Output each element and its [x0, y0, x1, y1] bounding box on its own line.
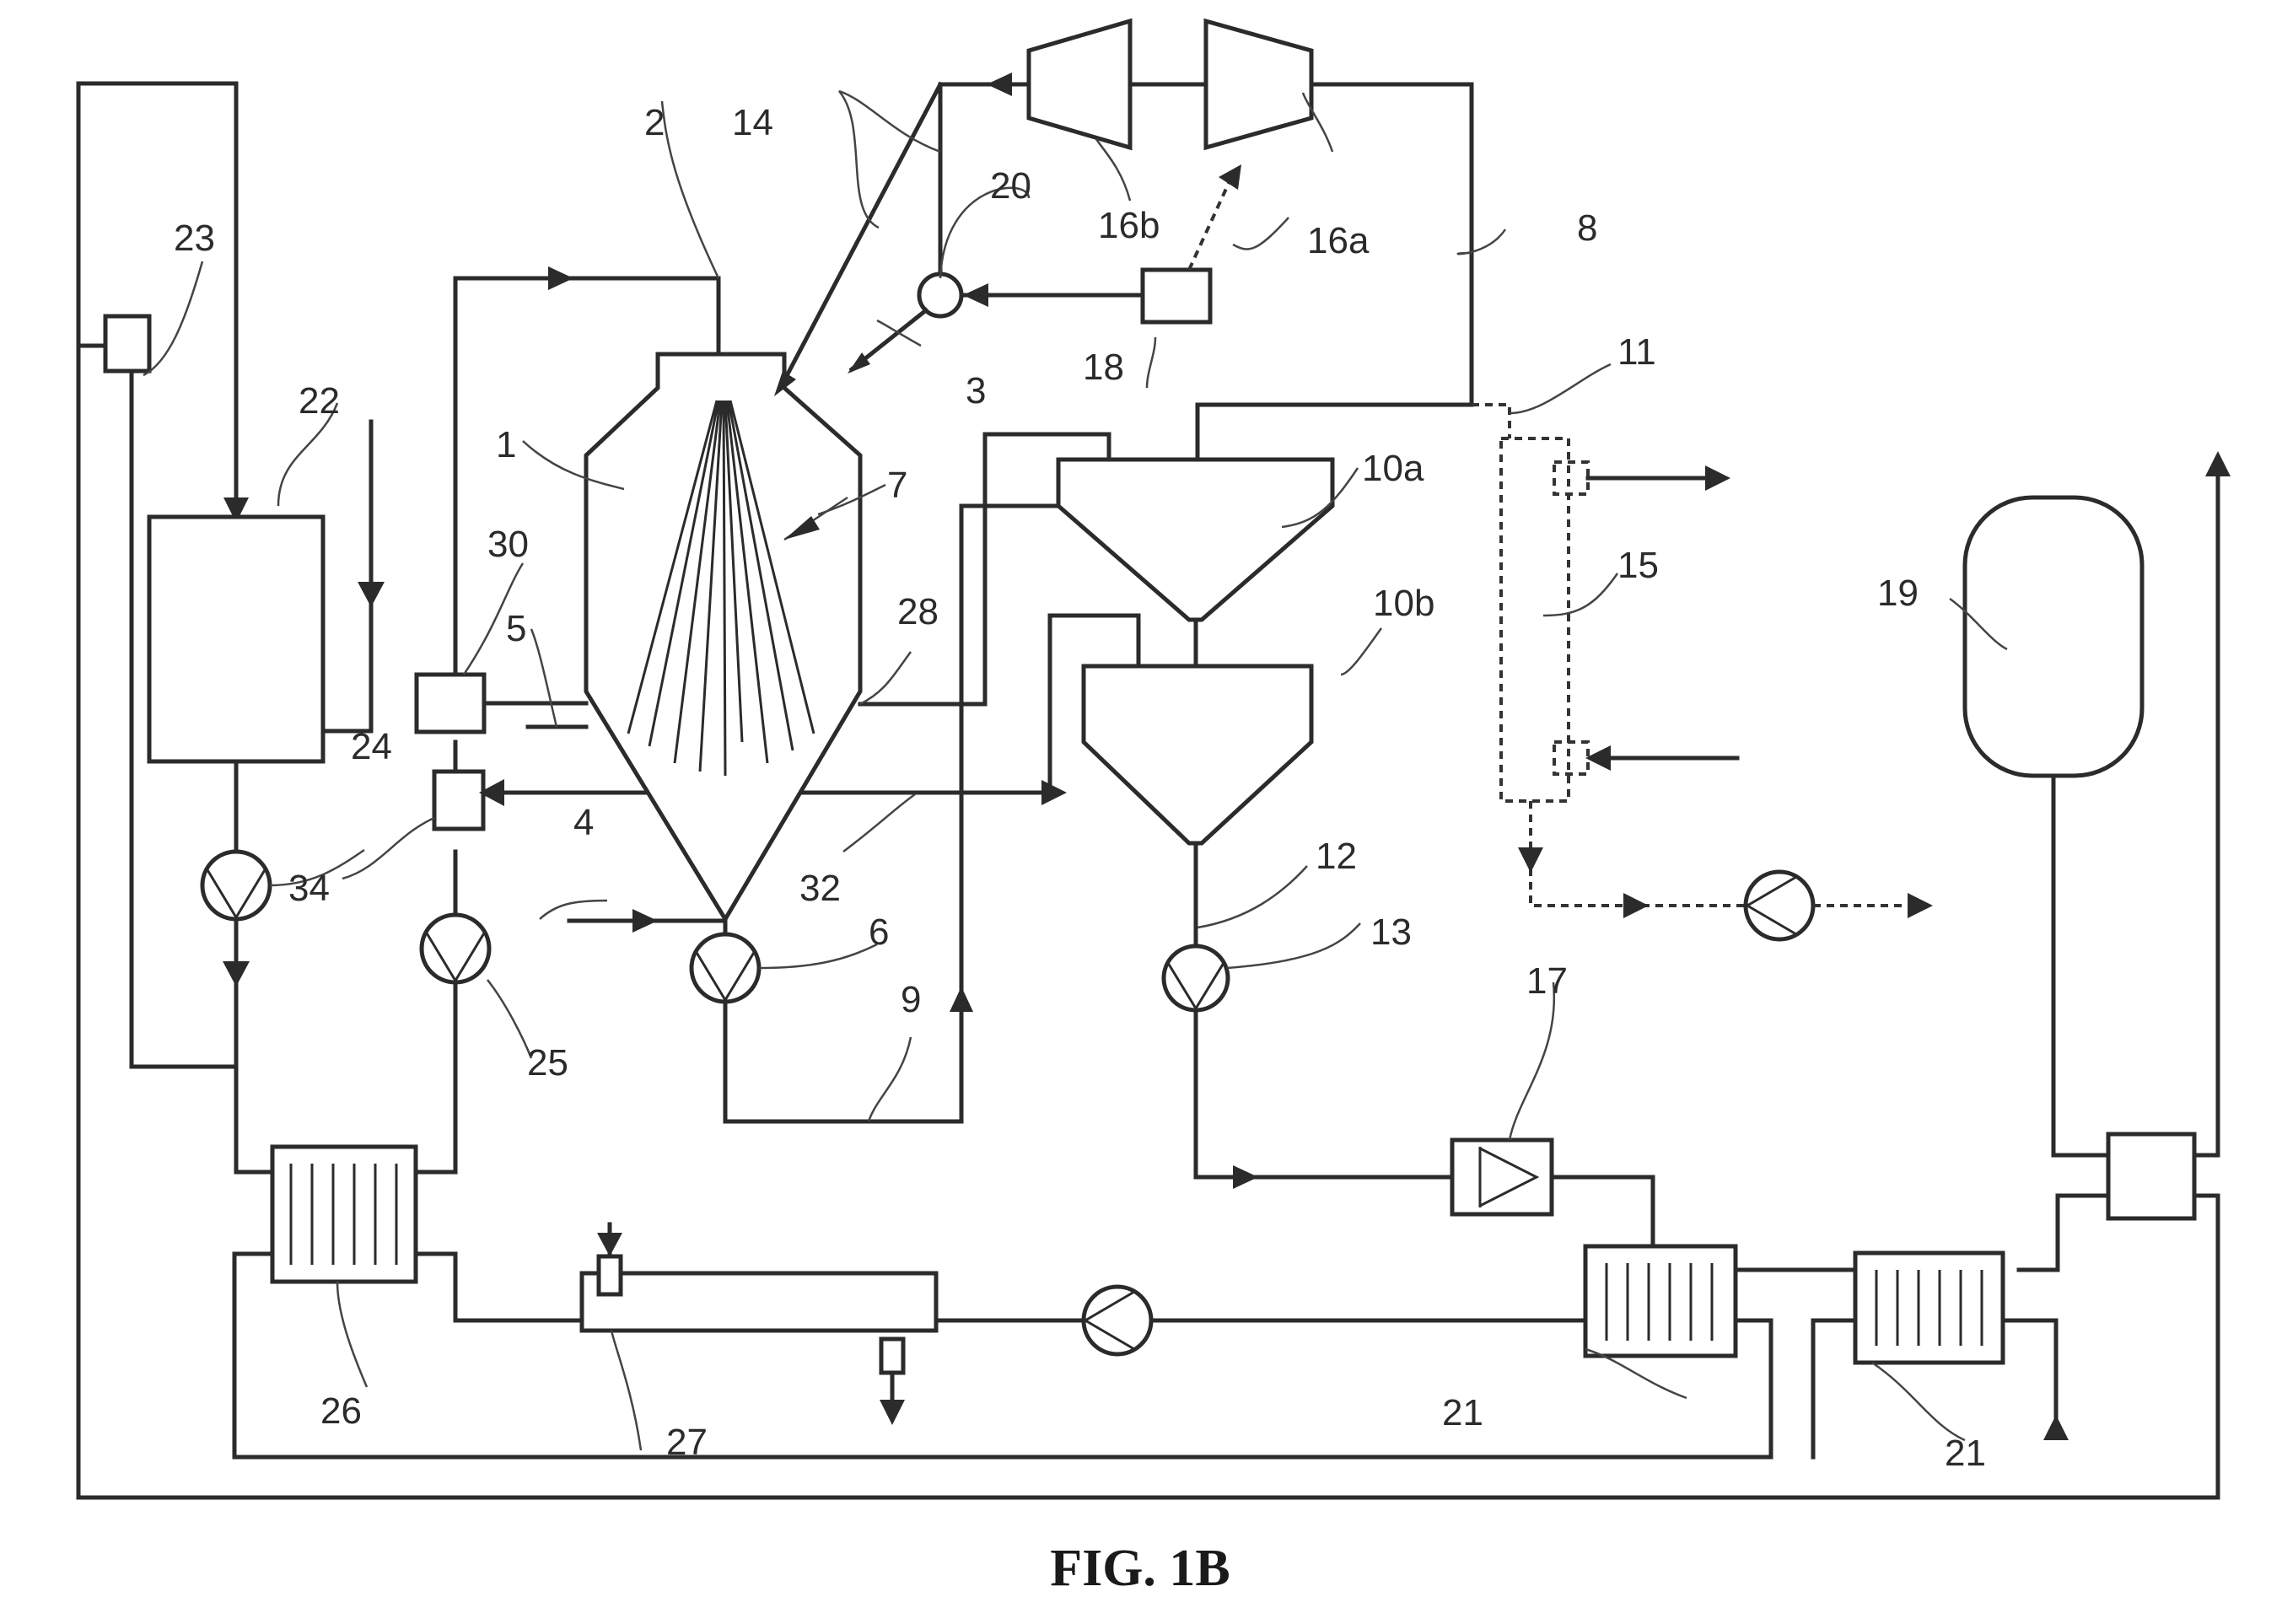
label-8: 8 [1577, 207, 1597, 249]
label-6: 6 [869, 911, 889, 953]
label-21b: 21 [1945, 1433, 1986, 1474]
line-8 [1195, 82, 1474, 462]
spray-lines [627, 400, 815, 777]
label-16a: 16a [1307, 220, 1370, 261]
figure-caption: FIG. 1B [1050, 1540, 1230, 1597]
heat-exchanger-21a [1583, 1244, 1738, 1358]
label-34: 34 [288, 868, 330, 909]
sensor-23-line [76, 343, 239, 1069]
label-3: 3 [966, 370, 986, 411]
condenser-15 [1499, 437, 1570, 803]
label-19: 19 [1877, 573, 1919, 614]
cyclone-10b [1081, 664, 1314, 846]
valve-34 [432, 769, 486, 831]
label-10a: 10a [1362, 448, 1424, 489]
pump-6 [689, 932, 762, 1004]
label-27: 27 [666, 1422, 708, 1463]
label-11: 11 [1617, 331, 1656, 373]
valve-19-outlet [2106, 1132, 2197, 1221]
label-24: 24 [351, 726, 392, 767]
controller-18 [1140, 267, 1213, 325]
label-17: 17 [1526, 960, 1568, 1002]
label-1: 1 [496, 424, 516, 465]
label-21a: 21 [1442, 1392, 1483, 1433]
pump-circulation [1081, 1284, 1154, 1357]
label-4: 4 [573, 802, 594, 843]
label-32: 32 [799, 868, 841, 909]
vessel-27 [579, 1271, 939, 1333]
pump-13 [1161, 944, 1230, 1013]
label-16b: 16b [1098, 205, 1160, 246]
label-23: 23 [174, 218, 215, 259]
line-9 [723, 503, 1061, 1124]
inner-return-line [232, 1251, 1773, 1460]
line-28 [858, 432, 1111, 707]
label-26: 26 [320, 1390, 362, 1432]
label-30: 30 [487, 524, 529, 565]
label-13: 13 [1370, 911, 1412, 953]
valve-27-bottom [879, 1336, 906, 1375]
label-2: 2 [644, 102, 665, 143]
cyclone-10a [1056, 457, 1335, 622]
label-18: 18 [1083, 347, 1124, 388]
label-9: 9 [901, 979, 921, 1020]
valve-30 [414, 672, 487, 734]
label-5: 5 [506, 608, 526, 649]
label-7: 7 [887, 465, 907, 506]
compressor-16b [1026, 18, 1133, 151]
label-12: 12 [1316, 836, 1357, 877]
tank-22 [147, 514, 326, 764]
label-20: 20 [990, 165, 1031, 207]
label-10b: 10b [1373, 583, 1434, 624]
pump-25 [419, 912, 492, 985]
label-14: 14 [732, 102, 773, 143]
outer-loop-line [76, 81, 2220, 1500]
line-32 [481, 613, 1141, 795]
compressor-16a [1203, 18, 1314, 151]
pump-24 [200, 849, 272, 922]
label-25: 25 [527, 1042, 568, 1084]
label-22: 22 [299, 380, 340, 422]
label-28: 28 [897, 591, 939, 632]
heat-exchanger-26 [270, 1144, 418, 1284]
pump-vacuum [1743, 869, 1816, 942]
valve-27-top [596, 1254, 623, 1297]
sensor-23 [103, 314, 152, 374]
spray-dryer-1 [584, 352, 863, 923]
heat-exchanger-21b [1853, 1250, 2005, 1365]
tank-side-line [320, 600, 374, 734]
label-15: 15 [1617, 545, 1659, 586]
